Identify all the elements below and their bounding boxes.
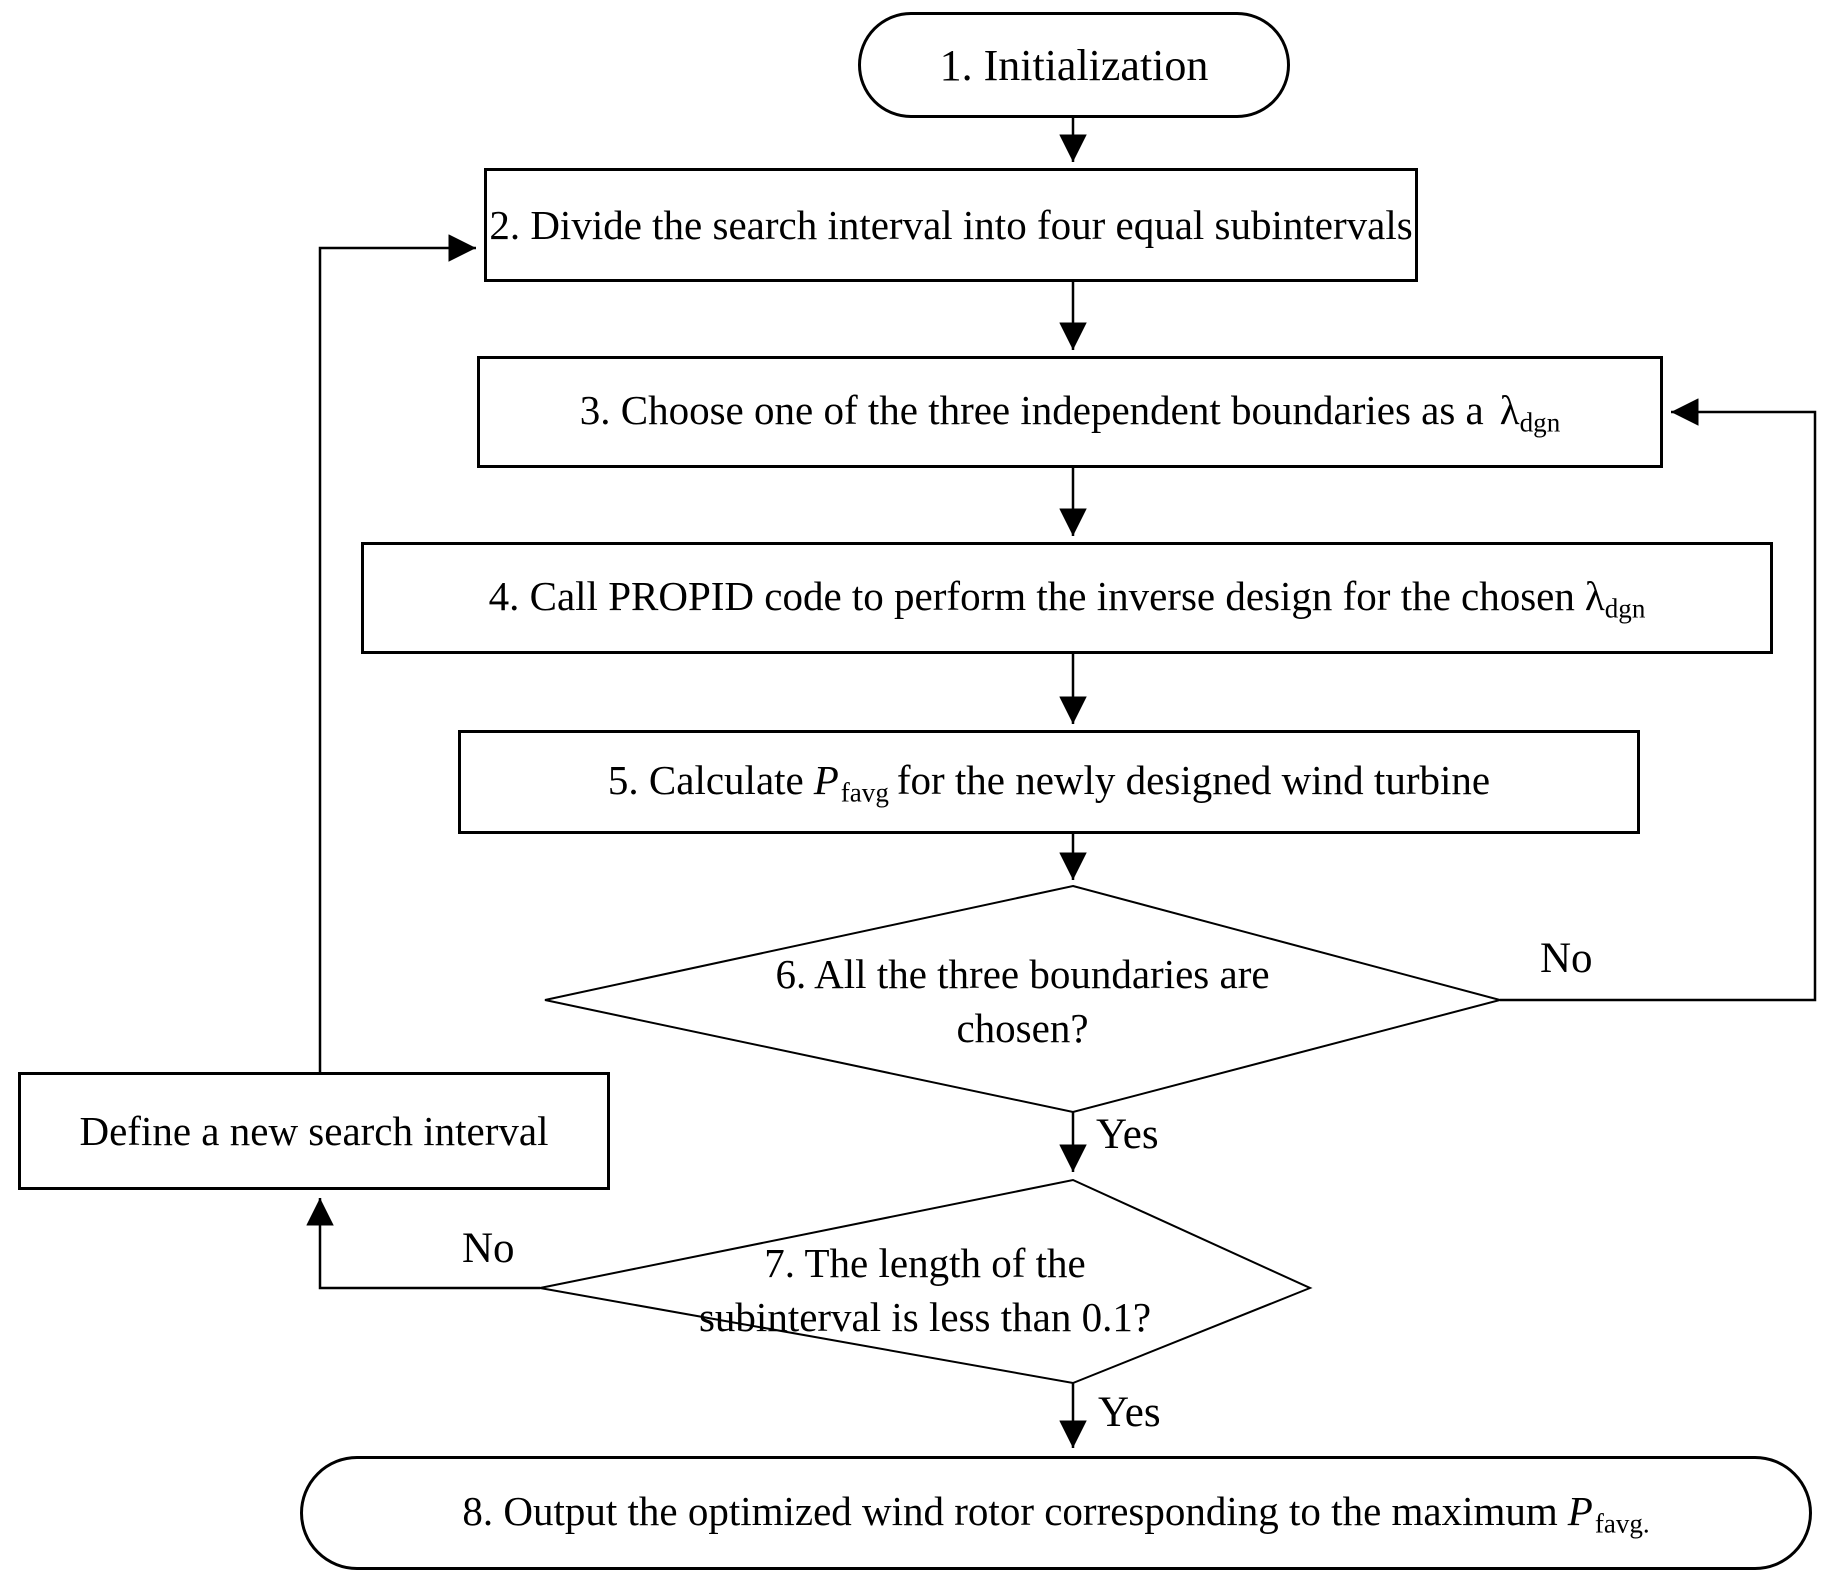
process-step4-label: 4. Call PROPID code to perform the inver… [489,572,1646,625]
decision-step6-diamond [544,884,1504,1114]
terminator-step8: 8. Output the optimized wind rotor corre… [300,1456,1812,1570]
decision-step6-label: 6. All the three boundaries are chosen? [545,947,1500,1055]
process-step3-label: 3. Choose one of the three independent b… [580,386,1560,439]
edge-label-step6-yes: Yes [1096,1111,1159,1158]
decision-step7-diamond [539,1178,1313,1385]
process-define-interval: Define a new search interval [18,1072,610,1190]
process-step4: 4. Call PROPID code to perform the inver… [361,542,1773,654]
decision-step6-line2: chosen? [956,1005,1089,1051]
decision-step7-line1: 7. The length of the [764,1240,1086,1286]
process-step5-text-post: for the newly designed wind turbine [896,756,1491,803]
lambda-subscript-dgn: dgn [1604,593,1646,624]
p-symbol: P [1567,1487,1593,1534]
terminator-step8-label: 8. Output the optimized wind rotor corre… [462,1487,1649,1540]
decision-step7-line2: subinterval is less than 0.1? [698,1294,1152,1340]
process-step4-text: 4. Call PROPID code to perform the inver… [488,572,1575,619]
decision-step7-label: 7. The length of the subinterval is less… [540,1236,1310,1344]
edge-label-step7-yes: Yes [1098,1389,1161,1436]
edge-label-step7-no: No [462,1225,515,1272]
p-symbol: P [813,756,839,803]
lambda-subscript-dgn: dgn [1519,407,1561,438]
connector-step6-no-step3 [1500,398,1817,1002]
process-step3-text: 3. Choose one of the three independent b… [579,386,1484,433]
terminator-step8-text: 8. Output the optimized wind rotor corre… [462,1487,1558,1534]
terminator-step1-label: 1. Initialization [939,40,1209,90]
process-step2-label: 2. Divide the search interval into four … [489,202,1413,248]
process-define-interval-label: Define a new search interval [79,1108,549,1154]
decision-step6-line1: 6. All the three boundaries are [775,951,1270,997]
process-step3: 3. Choose one of the three independent b… [477,356,1663,468]
lambda-symbol: λ [1499,386,1520,433]
connector-step7-no-define [306,1198,540,1290]
terminator-step1: 1. Initialization [858,12,1290,118]
connector-define-step2 [318,234,476,1072]
process-step5-text-pre: 5. Calculate [607,756,804,803]
p-subscript-favg: favg [840,777,889,808]
edge-label-step6-no: No [1540,935,1593,982]
process-step2: 2. Divide the search interval into four … [484,168,1418,282]
lambda-symbol: λ [1584,572,1605,619]
p-subscript-favg: favg. [1594,1508,1650,1539]
